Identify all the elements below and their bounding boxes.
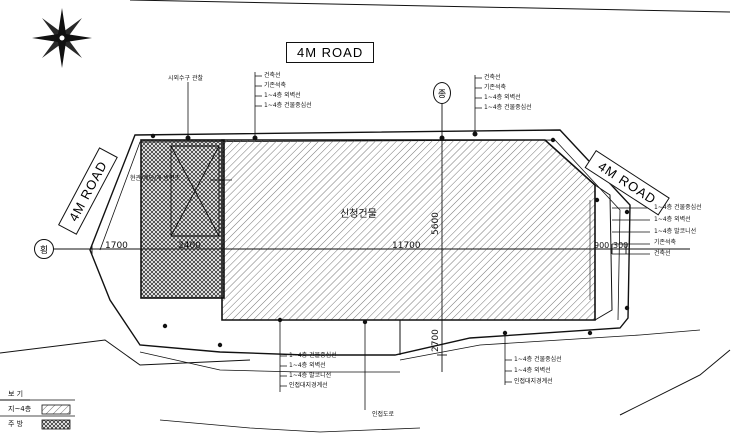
- note-top-center-2: 기존석축: [264, 82, 287, 89]
- note-top-right-4: 1~4층 건물중심선: [484, 104, 532, 111]
- note-bottom-right-2: 1~4층 외벽선: [514, 367, 551, 374]
- note-right-1: 1~4층 건물중심선: [654, 204, 702, 211]
- note-top-right-1: 건축선: [484, 74, 501, 81]
- north-arrow-icon: [32, 8, 92, 68]
- note-right-4: 기존석축: [654, 239, 677, 246]
- note-top-center-1: 건축선: [264, 72, 281, 79]
- dim-right-a: 900: [594, 241, 610, 250]
- axis-marker-vertical: 종: [433, 82, 451, 104]
- note-bottom-left-4: 인접대지경계선: [289, 382, 328, 389]
- legend-swatch-floors: [41, 404, 71, 415]
- building-label: 신청건물: [340, 209, 377, 220]
- site-boundary: [89, 129, 631, 356]
- legend-swatch-kitchen: [41, 419, 71, 430]
- dim-right-b: 300: [613, 241, 629, 250]
- callout-top-left: 시외수구 관찰: [168, 75, 204, 82]
- dim-main-width: 11700: [392, 241, 421, 251]
- callout-left: 현관/계단/개 방면조: [130, 175, 181, 182]
- note-bottom-left-1: 1~4층 건물중심선: [289, 352, 337, 359]
- note-bottom-right-1: 1~4층 건물중심선: [514, 356, 562, 363]
- note-right-5: 건축선: [654, 250, 671, 257]
- dim-height-lower: 2700: [431, 329, 441, 352]
- dim-block-width: 2400: [178, 241, 201, 251]
- note-right-3: 1~4층 발코니선: [654, 228, 697, 235]
- road-label-top: 4M ROAD: [286, 42, 375, 63]
- note-top-center-3: 1~4층 외벽선: [264, 92, 301, 99]
- legend-row-floors: 지~4층: [8, 405, 32, 413]
- note-bottom-left-3: 1~4층 발코니선: [289, 372, 332, 379]
- stair-core-block: [140, 139, 225, 299]
- legend-title: 보 기: [8, 390, 24, 398]
- note-bottom-center: 인접도로: [372, 411, 395, 418]
- axis-marker-horizontal: 횡: [34, 239, 54, 259]
- note-top-right-2: 기존석축: [484, 84, 507, 91]
- top-boundary-line: [129, 0, 731, 13]
- dim-height-main: 5600: [431, 212, 441, 235]
- note-right-2: 1~4층 외벽선: [654, 216, 691, 223]
- legend-row-kitchen: 주 방: [8, 420, 24, 428]
- note-bottom-left-2: 1~4층 외벽선: [289, 362, 326, 369]
- dim-left-offset: 1700: [105, 241, 128, 251]
- note-top-center-4: 1~4층 건물중심선: [264, 102, 312, 109]
- note-bottom-right-3: 인접대지경계선: [514, 378, 553, 385]
- note-top-right-3: 1~4층 외벽선: [484, 94, 521, 101]
- proposed-building: [221, 139, 596, 321]
